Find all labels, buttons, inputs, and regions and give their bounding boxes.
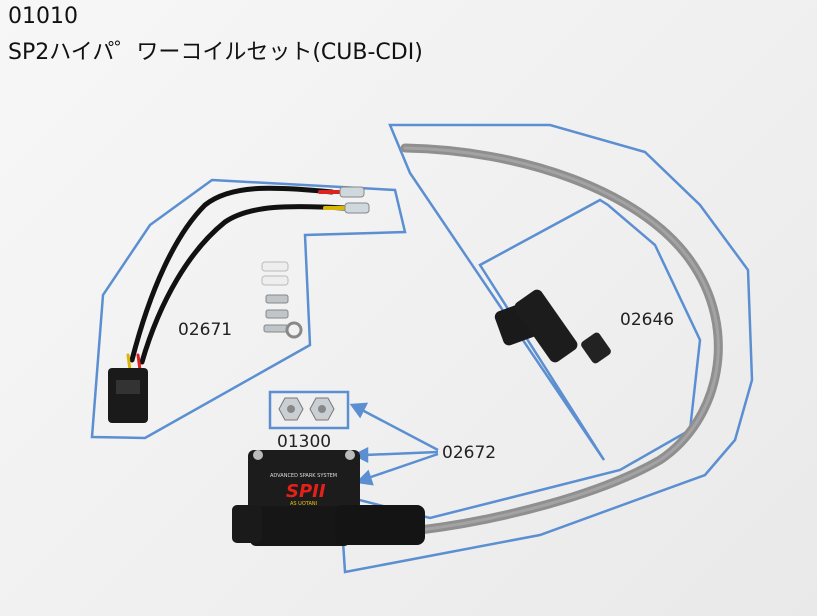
ignition-coil: ADVANCED SPARK SYSTEM SPII AS UOTANI: [232, 450, 425, 546]
label-nuts: 01300: [277, 432, 332, 452]
coil-bottom-text: AS UOTANI: [290, 501, 317, 507]
coil-logo: SPII: [286, 481, 326, 502]
nuts: [278, 397, 335, 421]
product-name: SP2ハイパ゜ワーコイルセット(CUB-CDI): [8, 40, 423, 65]
small-parts: [261, 261, 303, 339]
harness-outline: [90, 178, 407, 440]
label-coil: 02672: [442, 443, 497, 463]
plug-cap: [494, 289, 611, 364]
label-arrows: [349, 402, 439, 486]
wire-harness: [126, 185, 348, 372]
coil-top-text: ADVANCED SPARK SYSTEM: [270, 473, 337, 479]
terminal-yellow: [344, 202, 370, 214]
terminal-red: [339, 186, 365, 198]
nuts-outline: [268, 390, 350, 430]
label-harness: 02671: [178, 320, 233, 340]
product-code: 01010: [8, 4, 78, 29]
label-plug-cap: 02646: [620, 310, 675, 330]
harness-connector: [108, 368, 148, 423]
